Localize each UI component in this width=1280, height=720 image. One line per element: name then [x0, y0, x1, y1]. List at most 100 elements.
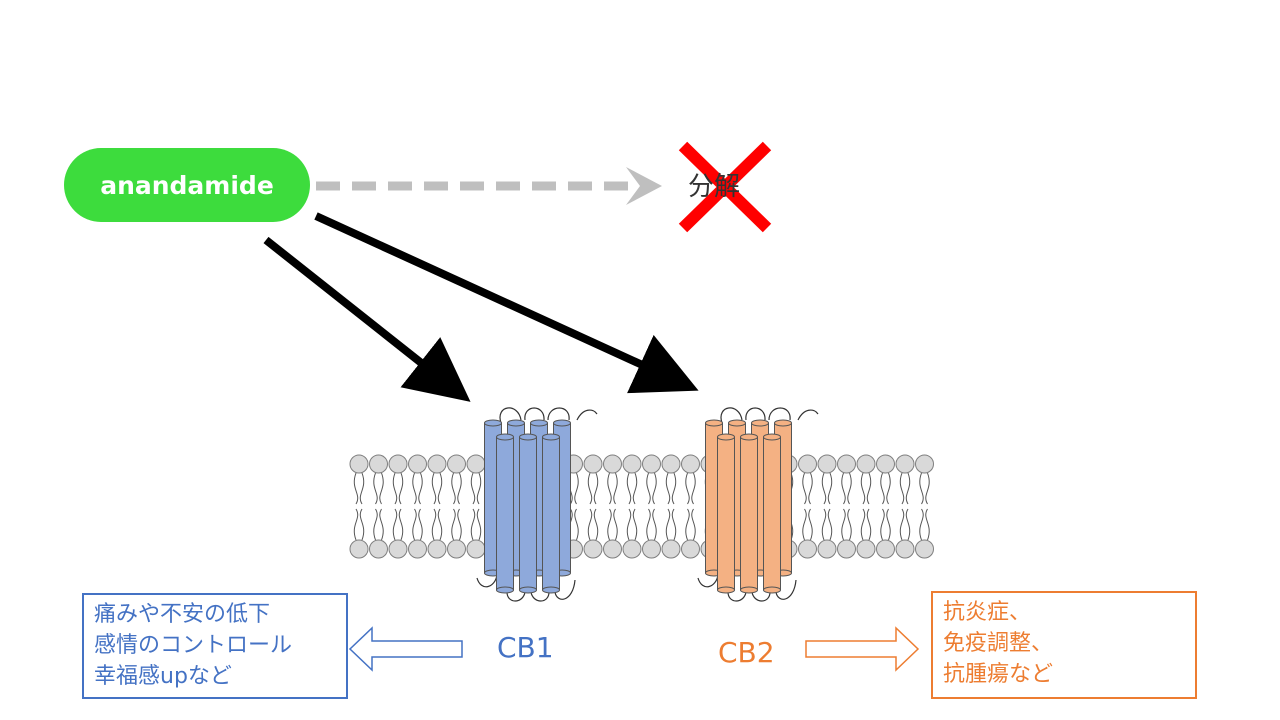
decomposition-label: 分解	[688, 172, 741, 202]
lipid-tail	[373, 472, 378, 505]
lipid-tail	[860, 508, 866, 541]
cb2-effect-line: 免疫調整、	[943, 631, 1054, 656]
lipid-head	[603, 539, 622, 559]
lipid-head	[798, 454, 817, 474]
lipid-head	[837, 454, 856, 474]
lipid-tail	[398, 472, 404, 505]
lipid-tail	[808, 472, 813, 505]
lipid-head	[681, 454, 700, 474]
lipid-tail	[476, 472, 482, 505]
helix-top	[774, 419, 792, 427]
lipid-tail	[671, 472, 677, 505]
lipid-head	[408, 539, 427, 559]
helix-body	[542, 436, 560, 591]
cb1-effect-line: 幸福感upなど	[94, 664, 232, 689]
helix-body	[740, 436, 758, 591]
lipid-tail	[632, 472, 638, 505]
cb1-effects-box: 痛みや不安の低下 感情のコントロール 幸福感upなど	[82, 593, 348, 699]
lipid-tail	[359, 508, 365, 541]
lipid-tail	[925, 472, 930, 505]
lipid-tail	[691, 508, 696, 541]
lipid-head	[642, 454, 661, 474]
helix-top	[519, 433, 537, 441]
lipid-tail	[646, 472, 651, 505]
lipid-tail	[821, 472, 827, 505]
lipid-tail	[665, 472, 671, 505]
lipid-tail	[457, 472, 462, 505]
lipid-tail	[379, 508, 384, 541]
lipid-tail	[652, 508, 657, 541]
lipid-tail	[899, 472, 905, 505]
lipid-head	[876, 539, 895, 559]
lipid-tail	[451, 472, 456, 505]
lipid-tail	[652, 472, 657, 505]
lipid-head	[388, 454, 408, 474]
helix-bottom	[740, 586, 758, 594]
lipid-tail	[431, 508, 437, 541]
lipid-tail	[905, 472, 911, 505]
helix-body	[717, 436, 735, 591]
lipid-head	[369, 539, 388, 559]
cross-icon	[678, 141, 772, 233]
lipid-head	[856, 539, 876, 559]
lipid-head	[466, 454, 486, 474]
lipid-head	[895, 539, 915, 559]
lipid-tail	[827, 508, 833, 541]
lipid-tail	[418, 508, 423, 541]
helix-bottom	[717, 586, 735, 594]
cb2-effect-line: 抗炎症、	[943, 600, 1032, 625]
lipid-tail	[919, 472, 924, 505]
lipid-head	[447, 539, 466, 559]
lipid-tail	[437, 508, 443, 541]
lipid-head	[837, 539, 856, 559]
lipid-tail	[691, 472, 696, 505]
lipid-tail	[899, 508, 905, 541]
helix-top	[507, 419, 525, 427]
lipid-head	[603, 454, 622, 474]
lipid-head	[583, 454, 603, 474]
helix-top	[484, 419, 502, 427]
lipid-tail	[607, 472, 612, 505]
lipid-tail	[412, 472, 417, 505]
helix-body	[763, 436, 781, 591]
helix-top	[728, 419, 746, 427]
lipid-tail	[451, 508, 456, 541]
cb1-effect-line: 感情のコントロール	[94, 633, 293, 658]
lipid-tail	[919, 508, 924, 541]
receptor-loop	[499, 407, 598, 424]
lipid-tail	[373, 508, 378, 541]
lipid-tail	[880, 472, 885, 505]
lipid-tail	[671, 508, 677, 541]
lipid-tail	[808, 508, 813, 541]
lipid-tail	[574, 472, 579, 505]
lipid-tail	[587, 508, 593, 541]
lipid-head	[895, 454, 915, 474]
lipid-tail	[431, 472, 437, 505]
lipid-head	[622, 539, 642, 559]
receptor-loop	[697, 574, 797, 602]
arrow-to-cb1	[263, 236, 471, 402]
lipid-head	[466, 539, 486, 559]
lipid-tail	[847, 508, 852, 541]
lipid-head	[583, 539, 603, 559]
receptor-loop	[720, 407, 819, 424]
lipid-tail	[925, 508, 930, 541]
lipid-tail	[457, 508, 462, 541]
lipid-tail	[353, 472, 359, 505]
lipid-tail	[685, 472, 690, 505]
lipid-tail	[646, 508, 651, 541]
lipid-head	[642, 539, 661, 559]
lipid-tail	[392, 472, 398, 505]
lipid-head	[915, 454, 934, 474]
helix-top	[751, 419, 769, 427]
lipid-head	[622, 454, 642, 474]
anandamide-label: anandamide	[100, 170, 274, 200]
lipid-tail	[379, 472, 384, 505]
lipid-tail	[802, 472, 807, 505]
lipid-tail	[905, 508, 911, 541]
helix-top	[740, 433, 758, 441]
helix-bottom	[519, 586, 537, 594]
lipid-tail	[886, 508, 891, 541]
helix-top	[530, 419, 548, 427]
lipid-head	[661, 454, 681, 474]
